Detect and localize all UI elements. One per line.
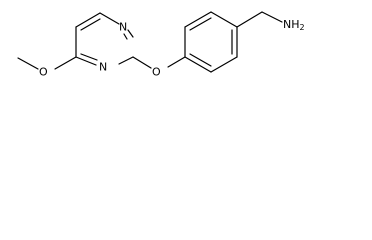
bond-n3-c4 xyxy=(75,56,97,66)
atom-n1-label: N xyxy=(119,21,127,34)
aminomethyl-group xyxy=(236,11,283,28)
bond-ch2-n xyxy=(261,11,283,23)
bond-c4-o-methoxy xyxy=(54,56,77,70)
bond-n1-c2 xyxy=(127,29,134,38)
atom-n3-label: N xyxy=(99,61,107,74)
amine-subscript-label: 2 xyxy=(300,23,305,32)
bond-c2-n3 xyxy=(118,56,134,65)
amine-nh-label: NH xyxy=(283,18,300,31)
bond-b4-ch2 xyxy=(236,11,263,28)
bond-b6-b1-double xyxy=(189,53,212,67)
pyrimidine-ring xyxy=(75,12,134,66)
bond-c5-c6-double xyxy=(80,18,101,31)
bond-c5-c6 xyxy=(75,12,101,28)
bond-n3-c4-double xyxy=(80,53,98,61)
bond-b2-b3 xyxy=(184,11,212,28)
methoxy-group xyxy=(17,56,77,70)
amine-label: NH2 xyxy=(283,18,305,32)
bond-b3-b4 xyxy=(210,11,238,28)
bond-b5-b6 xyxy=(210,56,238,73)
bond-b2-b3-double xyxy=(189,17,212,31)
atom-o-ether-label: O xyxy=(152,66,161,79)
ether-linkage xyxy=(132,56,186,69)
molecule-structure: N N O O NH2 xyxy=(17,11,305,79)
benzene-ring xyxy=(184,11,238,73)
atom-o-methoxy-label: O xyxy=(39,66,48,79)
bond-c6-n1 xyxy=(99,12,120,25)
bond-n1-c2-double xyxy=(123,33,128,40)
bond-c2-o-ether xyxy=(132,56,152,69)
bond-o-c1prime xyxy=(167,56,186,68)
bond-b6-b1 xyxy=(184,56,212,73)
bond-o-methyl xyxy=(17,57,39,70)
